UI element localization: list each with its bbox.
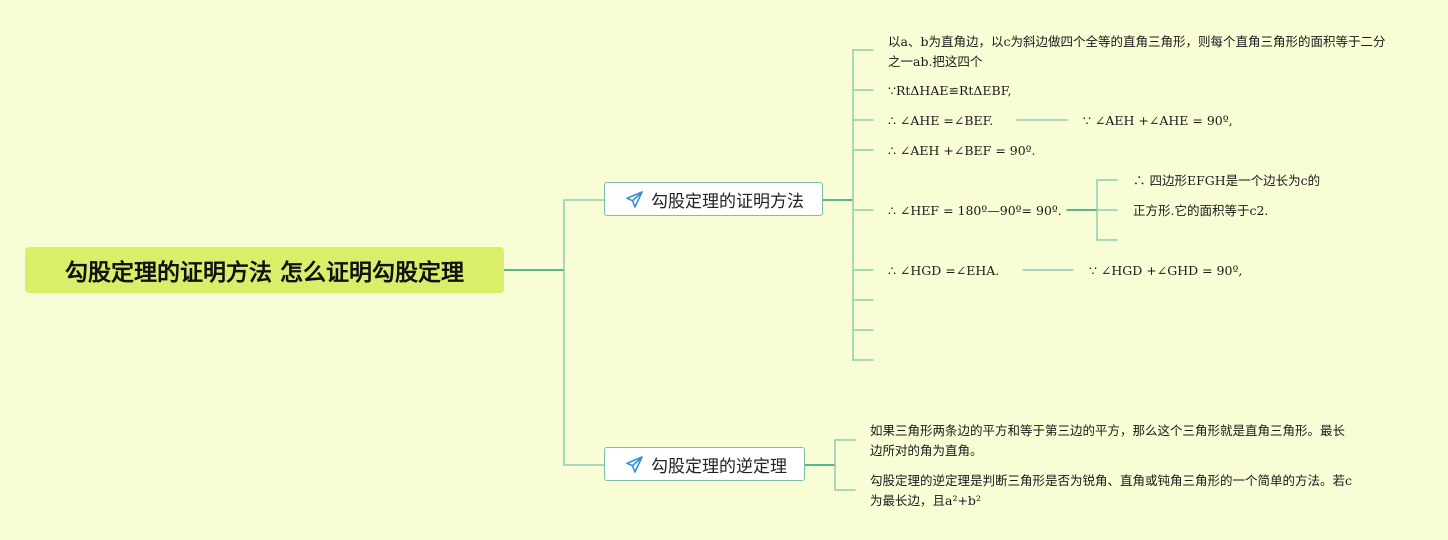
branch-label: 勾股定理的证明方法: [651, 191, 804, 212]
root-title: 勾股定理的证明方法 怎么证明勾股定理: [64, 260, 464, 286]
leaf-congruent[interactable]: ∵RtΔHAE≌RtΔEBF,: [888, 83, 1012, 98]
leaf-converse-definition[interactable]: 如果三角形两条边的平方和等于第三边的平方，那么这个三角形就是直角三角形。最长边所…: [870, 423, 1346, 458]
leaf-square-area[interactable]: 正方形.它的面积等于c2.: [1133, 203, 1269, 218]
branch-proof-methods[interactable]: 勾股定理的证明方法: [604, 182, 823, 216]
branch-converse-theorem[interactable]: 勾股定理的逆定理: [604, 447, 805, 481]
leaf-converse-usage[interactable]: 勾股定理的逆定理是判断三角形是否为锐角、直角或钝角三角形的一个简单的方法。若c为…: [870, 473, 1353, 508]
leaf-angle-hef[interactable]: ∴ ∠HEF = 180º—90º= 90º.: [888, 203, 1062, 218]
leaf-angle-ahe[interactable]: ∴ ∠AHE =∠BEF.: [888, 113, 994, 128]
root-topic[interactable]: 勾股定理的证明方法 怎么证明勾股定理: [25, 247, 504, 293]
paper-plane-icon: [626, 190, 643, 208]
leaf-angle-sum[interactable]: ∴ ∠AEH +∠BEF = 90º.: [888, 143, 1036, 158]
leaf-construction[interactable]: 以a、b为直角边，以c为斜边做四个全等的直角三角形，则每个直角三角形的面积等于二…: [888, 34, 1386, 69]
branch-label: 勾股定理的逆定理: [651, 456, 787, 477]
leaf-angle-hgd-ghd[interactable]: ∵ ∠HGD +∠GHD = 90º,: [1089, 263, 1243, 278]
leaf-square-side[interactable]: ∴ 四边形EFGH是一个边长为c的: [1133, 173, 1321, 188]
leaf-angle-aeh-ahe[interactable]: ∵ ∠AEH +∠AHE = 90º,: [1083, 113, 1233, 128]
leaf-angle-hgd[interactable]: ∴ ∠HGD =∠EHA.: [888, 263, 1000, 278]
paper-plane-icon: [626, 455, 643, 473]
